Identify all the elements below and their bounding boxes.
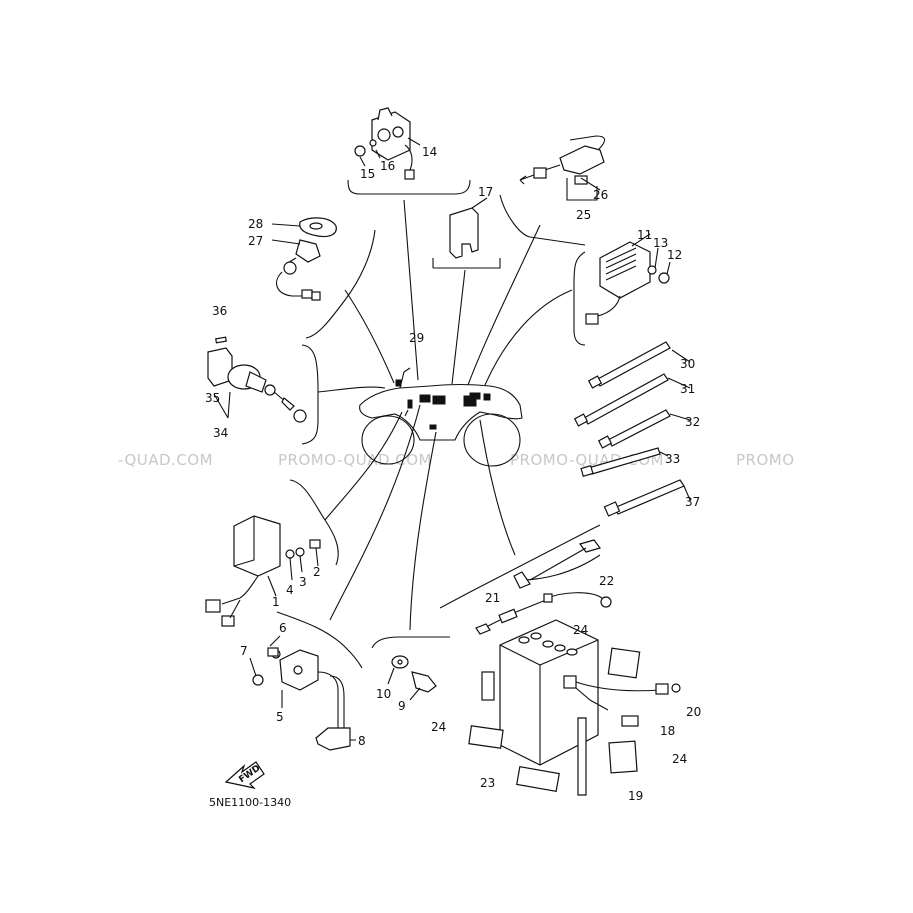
callout-23: 23	[480, 776, 495, 790]
callout-24c: 24	[672, 752, 687, 766]
battery-assembly	[468, 539, 681, 796]
callout-5: 5	[276, 710, 284, 724]
callout-30: 30	[680, 357, 695, 371]
callout-34: 34	[213, 426, 228, 440]
callout-22: 22	[599, 574, 614, 588]
sensor-assembly	[271, 217, 337, 301]
callout-31: 31	[680, 382, 695, 396]
callout-11: 11	[637, 228, 652, 242]
callout-1: 1	[272, 595, 280, 609]
watermark-text: -QUAD.COM	[118, 451, 213, 469]
rear-wheel-shape	[463, 413, 521, 467]
forward-direction-arrow: FWD	[224, 761, 265, 790]
callout-17: 17	[478, 185, 493, 199]
callout-19: 19	[628, 789, 643, 803]
callout-6: 6	[279, 621, 287, 635]
callout-3: 3	[299, 575, 307, 589]
callout-24a: 24	[573, 623, 588, 637]
callout-16: 16	[380, 159, 395, 173]
callout-10: 10	[376, 687, 391, 701]
callout-15: 15	[360, 167, 375, 181]
cdi-unit	[205, 515, 321, 627]
callout-32: 32	[685, 415, 700, 429]
diagram-code: 5NE1100-1340	[209, 796, 291, 809]
leader-lines	[317, 199, 573, 631]
callout-numbers: 1 2 3 4 5 6 7 8 9 10 11 12 13 14 15 16 1…	[205, 145, 701, 803]
thermo-switch-assembly	[249, 635, 356, 751]
rectifier-regulator	[585, 233, 671, 325]
callout-20: 20	[686, 705, 701, 719]
front-wheel-shape	[361, 415, 415, 465]
part-marker	[432, 395, 446, 405]
callout-12: 12	[667, 248, 682, 262]
part-marker	[429, 424, 437, 430]
callout-2: 2	[313, 565, 321, 579]
sensor-and-washer	[387, 655, 437, 701]
callout-7: 7	[240, 644, 248, 658]
callout-25: 25	[576, 208, 591, 222]
part-marker	[407, 399, 413, 409]
callout-35: 35	[205, 391, 220, 405]
group-brackets	[276, 179, 601, 669]
callout-37: 37	[685, 495, 700, 509]
part-marker	[469, 392, 481, 400]
callout-13: 13	[653, 236, 668, 250]
callout-18: 18	[660, 724, 675, 738]
callout-14: 14	[422, 145, 437, 159]
callout-28: 28	[248, 217, 263, 231]
part-marker	[419, 394, 431, 403]
watermark-band: -QUAD.COM PROMO-QUAD.COM PROMO-QUAD.COM …	[118, 451, 795, 469]
watermark-text: PROMO-QUAD.COM	[278, 451, 432, 469]
callout-33: 33	[665, 452, 680, 466]
callout-36: 36	[212, 304, 227, 318]
ignition-coil	[519, 135, 606, 201]
starter-switch	[207, 336, 307, 423]
callout-8: 8	[358, 734, 366, 748]
callout-26: 26	[593, 188, 608, 202]
part-marker-29	[395, 379, 402, 387]
callout-29: 29	[409, 331, 424, 345]
watermark-text: PROMO	[736, 451, 795, 469]
callout-27: 27	[248, 234, 263, 248]
relay-assembly	[354, 107, 421, 180]
callout-9: 9	[398, 699, 406, 713]
part-marker	[483, 393, 491, 401]
vehicle-outline	[359, 367, 523, 467]
cap-cover	[449, 197, 488, 259]
callout-4: 4	[286, 583, 294, 597]
callout-24b: 24	[431, 720, 446, 734]
callout-21: 21	[485, 591, 500, 605]
cable-ties	[573, 341, 691, 517]
